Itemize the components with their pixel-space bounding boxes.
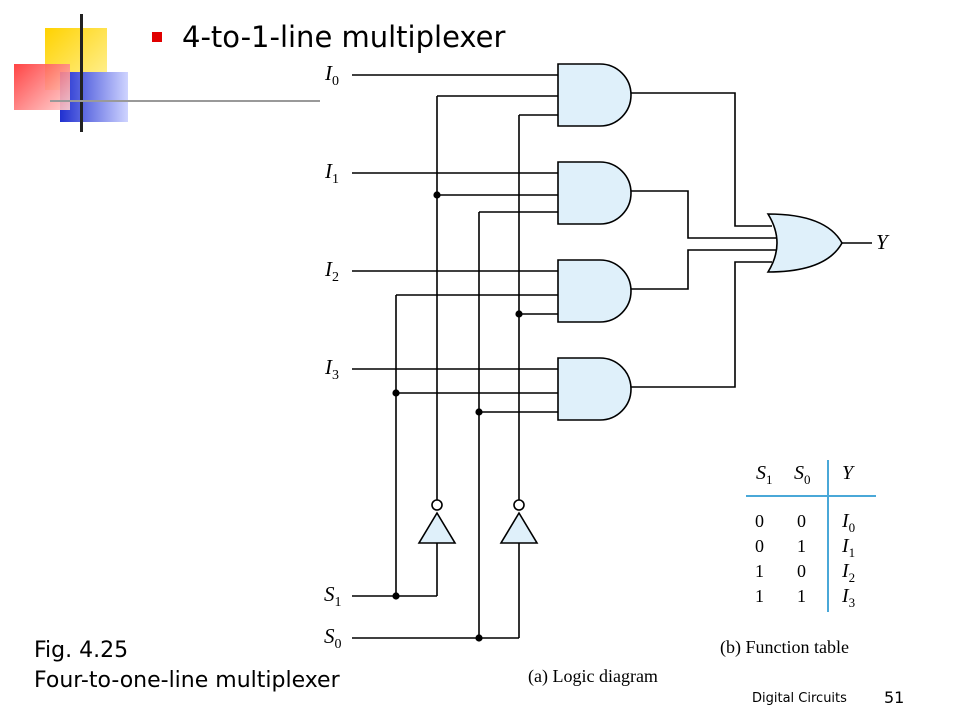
- inverters: [417, 499, 539, 544]
- table-cell-y: I0: [841, 510, 855, 535]
- wires: [352, 74, 872, 639]
- table-cell-s0: 1: [797, 586, 806, 606]
- table-body: 0 0 I0 0 1 I1 1 0 I2 1 1 I3: [755, 510, 855, 610]
- label-y: Y: [876, 230, 890, 254]
- wire-and1-out: [631, 190, 776, 239]
- junction-dot: [433, 191, 441, 199]
- wire-and3-out: [631, 261, 772, 388]
- table-cell-y: I3: [841, 585, 855, 610]
- table-cell-y: I2: [841, 560, 855, 585]
- table-cell-s0: 0: [797, 561, 806, 581]
- inverter-s0: [499, 511, 539, 544]
- and-gate-0: [557, 63, 632, 127]
- wire-and0-out: [631, 92, 772, 227]
- blue-square-icon: [60, 72, 128, 122]
- table-header: S1 S0 Y: [756, 462, 855, 487]
- table-header-s1: S1: [756, 462, 773, 487]
- function-table: S1 S0 Y 0 0 I0 0 1 I1 1 0 I2 1 1 I3 (b) …: [720, 460, 876, 658]
- and-gate-2: [557, 259, 632, 323]
- table-cell-s0: 1: [797, 536, 806, 556]
- table-cell-s1: 0: [755, 536, 764, 556]
- table-cell-s0: 0: [797, 511, 806, 531]
- wire-and2-out: [631, 249, 776, 290]
- slide-title-row: 4-to-1-line multiplexer: [152, 20, 505, 54]
- red-square-icon: [14, 64, 70, 110]
- label-s1: S1: [324, 582, 342, 610]
- and-gate-1: [557, 161, 632, 225]
- bullet-icon: [152, 32, 162, 42]
- and-gates: [557, 63, 632, 421]
- page-number: 51: [884, 688, 905, 707]
- table-header-y: Y: [842, 462, 855, 484]
- table-header-s0: S0: [794, 462, 811, 487]
- label-i3: I3: [324, 355, 339, 383]
- label-i1: I1: [324, 159, 339, 187]
- junction-dot: [392, 592, 400, 600]
- horizontal-line-icon: [50, 100, 320, 102]
- label-i0: I0: [324, 61, 339, 89]
- corner-decoration: [0, 0, 320, 140]
- figure-description: Four-to-one-line multiplexer: [34, 668, 340, 693]
- table-cell-s1: 0: [755, 511, 764, 531]
- page-title: 4-to-1-line multiplexer: [182, 20, 506, 54]
- inverter-s1: [417, 511, 457, 544]
- caption-logic-diagram: (a) Logic diagram: [528, 666, 658, 687]
- figure-number: Fig. 4.25: [34, 638, 129, 663]
- table-cell-s1: 1: [755, 561, 764, 581]
- table-cell-s1: 1: [755, 586, 764, 606]
- label-s0: S0: [324, 624, 342, 652]
- table-cell-y: I1: [841, 535, 855, 560]
- figure-caption: Fig. 4.25 Four-to-one-line multiplexer: [34, 636, 340, 696]
- junction-dot: [475, 634, 483, 642]
- diagram-labels: I0 I1 I2 I3 S1 S0 Y: [324, 61, 890, 652]
- or-gate: [766, 213, 843, 273]
- inverter-s1-bubble: [431, 499, 443, 511]
- label-i2: I2: [324, 257, 339, 285]
- footer-label: Digital Circuits: [752, 691, 847, 706]
- junction-dot: [392, 389, 400, 397]
- vertical-line-icon: [80, 14, 83, 132]
- caption-function-table: (b) Function table: [720, 637, 849, 658]
- junction-dot: [475, 408, 483, 416]
- junction-dot: [515, 310, 523, 318]
- junctions: [392, 191, 523, 642]
- inverter-s0-bubble: [513, 499, 525, 511]
- and-gate-3: [557, 357, 632, 421]
